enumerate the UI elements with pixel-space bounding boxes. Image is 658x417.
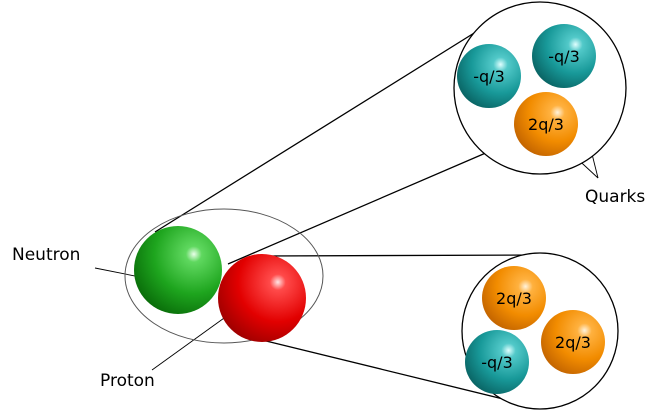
proton-zoom-line-top [261,254,541,257]
proton-quark-3-sphere [465,330,529,394]
proton-quark-2-sphere [541,310,605,374]
proton-quark-1-label: 2q/3 [496,289,532,308]
neutron-sphere [134,226,222,314]
neutron-quark-2-label: -q/3 [548,47,580,66]
nucleus-outline [124,208,324,344]
neutron-label: Neutron [12,245,80,265]
proton-quark-1-sphere [482,266,546,330]
proton-quark-3-label: -q/3 [481,353,513,372]
neutron-quark-2-sphere [532,24,596,88]
neutron-zoom-line-bottom [227,151,489,265]
proton-zoom-line-bottom [261,339,541,409]
neutron-quark-1-sphere [457,44,521,108]
neutron-quark-3-label: 2q/3 [528,115,564,134]
proton-sphere [218,254,306,342]
proton-label: Proton [100,371,155,391]
neutron-zoom-line-top [154,19,496,233]
quarks-label: Quarks [585,187,645,207]
proton-quark-2-label: 2q/3 [555,333,591,352]
neutron-quark-3-sphere [514,92,578,156]
neutron-quark-1-label: -q/3 [473,67,505,86]
